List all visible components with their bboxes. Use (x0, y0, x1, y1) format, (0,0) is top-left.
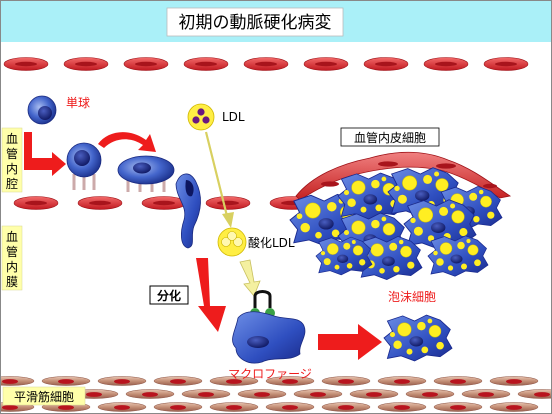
oxidized-ldl-label: 酸化LDL (248, 235, 295, 250)
red-blood-cell (423, 57, 469, 71)
single-foam-cell (383, 314, 453, 362)
monocyte-cell (27, 95, 57, 125)
svg-text:血: 血 (6, 132, 18, 146)
smooth-muscle-cell (181, 389, 231, 399)
ldl-particle (187, 103, 215, 131)
svg-text:管: 管 (6, 146, 18, 161)
svg-text:内: 内 (6, 260, 18, 274)
adhering-monocyte (66, 142, 102, 190)
macrophage-cell (232, 311, 306, 364)
arrow-to-foam-cell (318, 324, 382, 360)
svg-text:内: 内 (6, 162, 18, 176)
smooth-muscle-cell (489, 376, 539, 386)
endothelial-cell (77, 196, 123, 210)
red-blood-cell (363, 57, 409, 71)
red-blood-cell (123, 57, 169, 71)
oxidized-ldl-particle (217, 227, 247, 257)
foam-cell-label: 泡沫細胞 (388, 290, 436, 304)
red-blood-cell (483, 57, 529, 71)
smooth-muscle-cell (41, 376, 91, 386)
rolling-monocyte (117, 155, 175, 192)
arrow-to-receptor (239, 259, 261, 297)
arrow-curved (98, 132, 156, 152)
arrow-ldl-oxidation (204, 131, 234, 228)
smooth-muscle-cell (377, 402, 427, 412)
svg-text:膜: 膜 (6, 275, 18, 289)
smooth-muscle-cell (433, 376, 483, 386)
smooth-muscle-cell (433, 402, 483, 412)
endothelium-label: 血管内皮細胞 (354, 130, 426, 145)
page-title: 初期の動脈硬化病変 (179, 13, 332, 33)
smooth-muscle-label: 平滑筋細胞 (14, 389, 74, 404)
smooth-muscle-cell (321, 376, 371, 386)
differentiation-label: 分化 (157, 288, 181, 303)
smooth-muscle-cell (489, 402, 539, 412)
monocyte-label: 単球 (66, 96, 90, 110)
smooth-muscle-cell (293, 389, 343, 399)
endothelial-cell (141, 196, 187, 210)
smooth-muscle-cell (265, 402, 315, 412)
smooth-muscle-cell (377, 376, 427, 386)
smooth-muscle-cell (517, 389, 552, 399)
red-blood-cell (303, 57, 349, 71)
smooth-muscle-cell (153, 376, 203, 386)
red-blood-cell (3, 57, 49, 71)
svg-text:腔: 腔 (6, 176, 18, 191)
svg-text:管: 管 (6, 244, 18, 259)
endothelial-cell (13, 196, 59, 210)
red-blood-cell (63, 57, 109, 71)
smooth-muscle-cell (153, 402, 203, 412)
arrow-monocyte-down (24, 132, 66, 176)
smooth-muscle-cell (349, 389, 399, 399)
smooth-muscle-cell (97, 376, 147, 386)
smooth-muscle-cell (237, 389, 287, 399)
smooth-muscle-cell (209, 402, 259, 412)
red-blood-cell (243, 57, 289, 71)
endothelium-row (13, 196, 315, 210)
smooth-muscle-cell (321, 402, 371, 412)
endothelial-cell (205, 196, 251, 210)
macrophage-label: マクロファージ (228, 367, 312, 381)
smooth-muscle-box (2, 386, 86, 406)
top-vessel-wall (3, 57, 529, 71)
differentiation-box (149, 285, 189, 305)
smooth-muscle-cell (0, 376, 35, 386)
intima-label: 血 管 内 膜 (1, 225, 23, 291)
smooth-muscle-cell (405, 389, 455, 399)
endothelium-box (340, 127, 440, 147)
migrating-monocyte (175, 173, 201, 249)
smooth-muscle-cell (97, 402, 147, 412)
smooth-muscle-cell (125, 389, 175, 399)
ldl-label: LDL (222, 110, 245, 124)
lumen-label: 血 管 内 腔 (1, 127, 23, 193)
smooth-muscle-cell (461, 389, 511, 399)
svg-text:血: 血 (6, 230, 18, 244)
title-box (166, 7, 344, 37)
arrow-to-macrophage (196, 258, 226, 332)
red-blood-cell (183, 57, 229, 71)
